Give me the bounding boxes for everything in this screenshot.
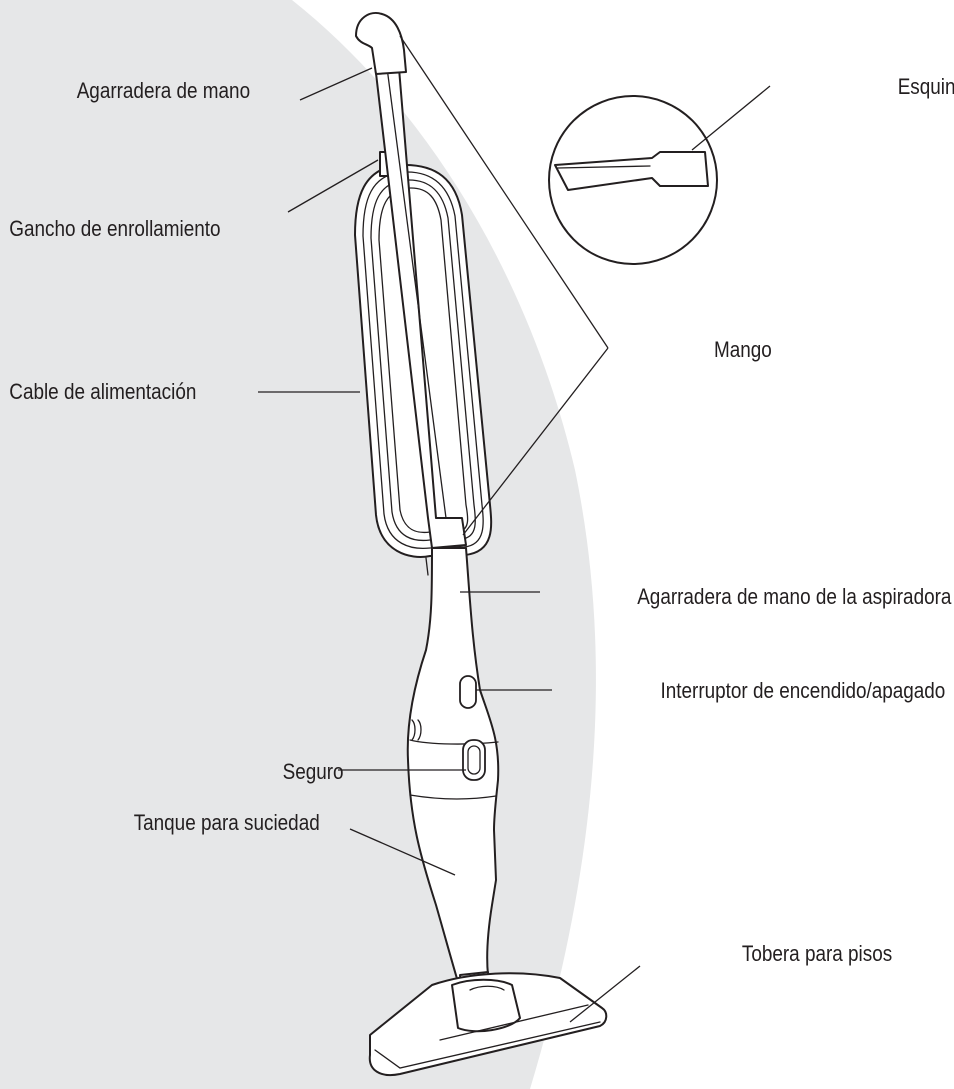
- label-floor-nozzle: Tobera para pisos: [742, 942, 892, 967]
- label-vacuum-hand-grip: Agarradera de mano de la aspiradora: [637, 585, 952, 610]
- label-dirt-tank: Tanque para suciedad: [134, 811, 320, 836]
- label-handle: Mango: [714, 338, 772, 363]
- label-power-switch: Interruptor de encendido/apagado: [660, 679, 945, 704]
- label-crevice-tool: Esquinero: [898, 75, 954, 100]
- handle-tube: [373, 55, 467, 549]
- label-power-cord: Cable de alimentación: [9, 380, 196, 405]
- hand-grip: [355, 12, 407, 75]
- power-switch: [459, 675, 477, 709]
- label-hand-grip: Agarradera de mano: [77, 79, 250, 104]
- leader-lines: [258, 35, 771, 1023]
- label-cord-hook: Gancho de enrollamiento: [9, 217, 220, 242]
- label-lock: Seguro: [283, 760, 344, 785]
- dirt-tank: [409, 794, 497, 800]
- crevice-tool: [554, 151, 709, 191]
- background-shape: [0, 0, 596, 1089]
